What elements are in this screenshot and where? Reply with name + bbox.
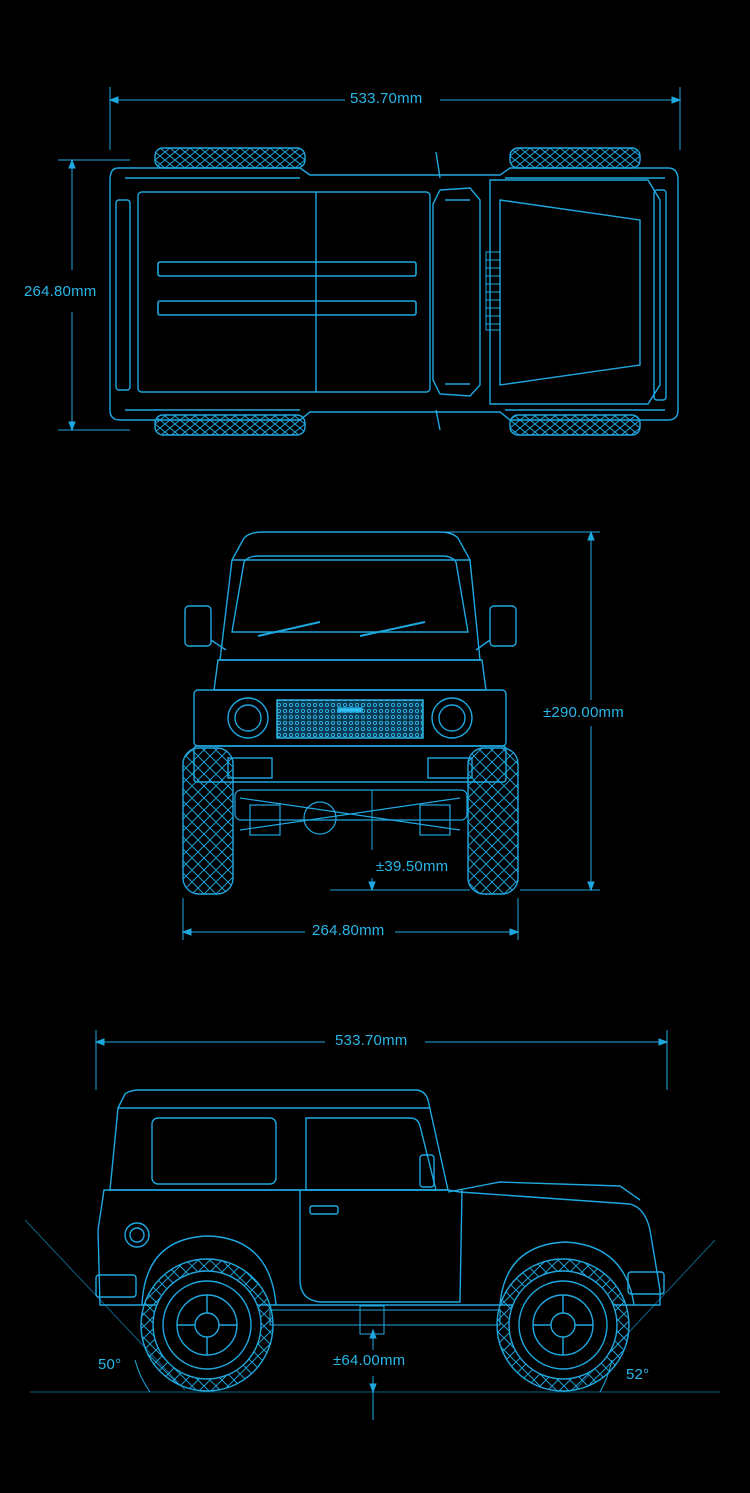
side-cabin xyxy=(109,1089,449,1191)
top-roof-rails xyxy=(157,261,417,316)
side-fuel-cap xyxy=(124,1222,150,1248)
top-width-dimension xyxy=(58,158,130,432)
front-axle xyxy=(234,789,468,836)
side-length-label: 533.70mm xyxy=(330,1032,413,1049)
top-hood-vent xyxy=(485,251,501,331)
side-rear-wheel xyxy=(140,1258,274,1392)
side-length-dimension xyxy=(94,1030,669,1090)
front-bumper xyxy=(193,745,507,783)
side-clearance-dimension xyxy=(369,1328,377,1420)
front-width-label: 264.80mm xyxy=(307,922,390,939)
top-hood xyxy=(489,179,661,405)
front-height-label: ±290.00mm xyxy=(543,704,624,721)
side-door xyxy=(299,1189,463,1303)
front-grille xyxy=(276,699,424,739)
front-clearance-label: ±39.50mm xyxy=(376,858,449,875)
top-windshield xyxy=(432,187,481,397)
front-left-mirror xyxy=(184,605,212,647)
side-view xyxy=(24,1030,720,1420)
side-clearance-label: ±64.00mm xyxy=(333,1352,406,1369)
side-rear-window xyxy=(151,1117,277,1185)
side-approach-angle-label: 50° xyxy=(98,1356,122,1373)
side-departure-angle-label: 52° xyxy=(626,1366,650,1383)
front-windshield xyxy=(231,555,469,633)
front-view xyxy=(181,530,600,940)
front-right-mirror xyxy=(489,605,517,647)
side-door-window xyxy=(305,1117,437,1191)
front-left-headlight xyxy=(227,697,269,739)
front-hood xyxy=(213,659,487,691)
front-cabin xyxy=(219,531,481,661)
side-front-wheel xyxy=(496,1258,630,1392)
front-tires xyxy=(182,747,519,895)
top-body-outline xyxy=(109,167,679,421)
top-roof xyxy=(137,191,431,393)
top-length-dimension xyxy=(108,87,682,150)
front-right-headlight xyxy=(431,697,473,739)
top-length-label: 533.70mm xyxy=(345,90,428,107)
front-width-dimension xyxy=(181,898,520,940)
top-view xyxy=(58,87,682,436)
side-body xyxy=(97,1189,661,1306)
top-width-label: 264.80mm xyxy=(24,283,97,300)
